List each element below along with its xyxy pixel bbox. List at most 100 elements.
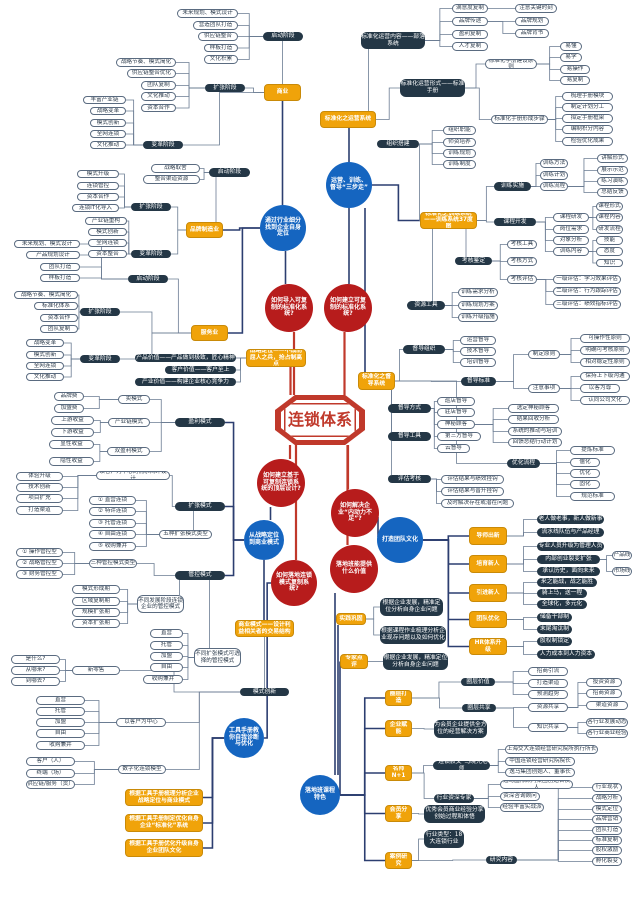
- leaf-node-s42[interactable]: 课程内容: [596, 213, 623, 222]
- branch-node-s2[interactable]: 标准化运营内容——部落系统: [361, 32, 425, 49]
- leaf-node-s70[interactable]: 以客为尊: [580, 384, 620, 393]
- leaf-node-m37[interactable]: 自由: [150, 663, 183, 672]
- leaf-node-m49[interactable]: 自由: [36, 729, 85, 738]
- leaf-node-s15[interactable]: 易复制: [560, 76, 590, 85]
- topic-node-k4[interactable]: 专家点评: [340, 654, 368, 669]
- leaf-node-m51[interactable]: 数字化连锁模型: [118, 765, 166, 774]
- topic-node-h1[interactable]: 导师出新: [469, 527, 507, 545]
- leaf-node-a9[interactable]: 战略节奏、模式简化: [116, 58, 176, 67]
- leaf-node-m33[interactable]: 不同扩张模式可选择的管控模式: [194, 648, 241, 667]
- leaf-node-s5[interactable]: 盈利复制: [452, 30, 488, 39]
- leaf-node-m44[interactable]: 到哪去?: [11, 677, 60, 686]
- leaf-node-s64[interactable]: 制定原则: [528, 350, 560, 359]
- branch-node-a21[interactable]: 启动阶段: [209, 168, 250, 177]
- leaf-node-s74[interactable]: 驻店督导: [437, 408, 475, 417]
- leaf-node-m30[interactable]: 区域复制期: [72, 597, 120, 606]
- branch-node-h8[interactable]: 专业人员升级为管理人员: [537, 542, 604, 551]
- leaf-node-s48[interactable]: 考核工具: [507, 240, 537, 249]
- leaf-node-a46[interactable]: 战略变革: [26, 339, 64, 347]
- question-circle-r4[interactable]: 如何解决企业“内动力不足”?: [331, 489, 379, 537]
- branch-node-h14[interactable]: 骑上马，送一程: [537, 589, 587, 598]
- leaf-node-s76[interactable]: 第三方督导: [437, 432, 481, 441]
- leaf-node-s20[interactable]: 编制积分内容: [562, 125, 613, 134]
- leaf-node-s34[interactable]: 练习演练: [597, 177, 628, 186]
- branch-node-s47[interactable]: 考核鉴定: [455, 257, 492, 265]
- branch-node-k34[interactable]: 研究内容: [486, 856, 517, 864]
- leaf-node-m45[interactable]: 以客户为中心: [116, 718, 166, 727]
- leaf-node-m27[interactable]: ③ 财务管控型: [16, 570, 63, 579]
- leaf-node-m46[interactable]: 直营: [36, 696, 85, 705]
- leaf-node-a11[interactable]: 团队复制: [141, 81, 176, 90]
- leaf-node-k37[interactable]: 模式定位: [592, 805, 622, 814]
- topic-node-s58[interactable]: 标准化之督导系统: [358, 372, 395, 390]
- topic-node-g2[interactable]: 根据工具手册制定优化自身企业“标准化”系统: [125, 814, 203, 832]
- leaf-node-a25[interactable]: 模式升级: [77, 170, 119, 178]
- leaf-node-k27[interactable]: 逸马国际顾问集团创始合伙人: [500, 780, 573, 789]
- leaf-node-s38[interactable]: 岗位需求: [553, 225, 589, 234]
- leaf-node-s17[interactable]: 梳理手册模块: [562, 92, 613, 101]
- theme-circle-b1[interactable]: 通过行业细分找到企业自身定位: [260, 205, 306, 251]
- branch-node-h18[interactable]: 股权制锁定: [537, 637, 572, 646]
- leaf-node-m24[interactable]: 三种管控模式类型: [89, 559, 137, 568]
- leaf-node-k12[interactable]: 资源共享: [528, 703, 568, 712]
- question-circle-r1[interactable]: 如何导入可复制的标准化系统?: [265, 284, 313, 332]
- leaf-node-s37[interactable]: 课程研发: [553, 213, 589, 222]
- branch-node-s72[interactable]: 督导方式: [388, 404, 431, 413]
- leaf-node-s65[interactable]: 可操作性原则: [580, 334, 630, 343]
- leaf-node-s29[interactable]: 训练方法: [540, 159, 568, 168]
- branch-node-k2[interactable]: 根据企业发展，精准定位分析自身企业问题: [380, 598, 443, 616]
- branch-node-k22[interactable]: “连锁教父”马晓光老师: [433, 761, 490, 770]
- topic-node-m39[interactable]: 商业模式——设计利益相关者的交易结构: [235, 620, 294, 637]
- leaf-node-a15[interactable]: 丰富产业链: [83, 96, 126, 104]
- leaf-node-m53[interactable]: 终端（场）: [26, 769, 75, 778]
- branch-node-h17[interactable]: 末尾淘汰制: [537, 625, 572, 634]
- leaf-node-a4[interactable]: 营造团队打造: [193, 21, 238, 30]
- leaf-node-a44[interactable]: 团队复制: [40, 325, 78, 333]
- branch-node-k33[interactable]: 行业类型：18大连锁行业: [424, 830, 464, 848]
- leaf-node-m6[interactable]: 上游收益: [51, 416, 94, 425]
- leaf-node-s40[interactable]: 训练内容: [553, 247, 589, 256]
- leaf-node-m16[interactable]: 打造渠道: [16, 506, 63, 515]
- leaf-node-s41[interactable]: 课程形式: [596, 202, 623, 211]
- leaf-node-a33[interactable]: 资本整合: [88, 250, 127, 258]
- leaf-node-k38[interactable]: 品牌营销: [592, 815, 622, 824]
- leaf-node-a3[interactable]: 未来规划、模式设计: [177, 9, 238, 18]
- branch-node-h10[interactable]: 承认历史，面向未来: [537, 567, 600, 576]
- leaf-node-s27[interactable]: 训练制度: [443, 160, 476, 169]
- leaf-node-a19[interactable]: 文化推动: [90, 141, 126, 149]
- branch-node-a52[interactable]: 客户价值——客户至上: [165, 366, 236, 374]
- leaf-node-m17[interactable]: 五种扩张模式类型: [159, 530, 212, 539]
- leaf-node-a28[interactable]: 连锁IT化导入: [72, 204, 119, 212]
- branch-node-h7[interactable]: 流水线队伍与产品经理: [537, 528, 604, 537]
- leaf-node-a22[interactable]: 战略取舍: [151, 164, 200, 173]
- leaf-node-m43[interactable]: 从哪来?: [11, 666, 60, 675]
- theme-circle-b6[interactable]: 工具手册教你自我诊断与优化: [224, 718, 264, 758]
- branch-node-k26[interactable]: 行业资深专家: [434, 794, 474, 803]
- leaf-node-k13[interactable]: 投资资源: [586, 678, 622, 687]
- leaf-node-m31[interactable]: 规模扩张期: [72, 608, 120, 617]
- leaf-node-s3[interactable]: 满意度复制: [452, 4, 488, 13]
- leaf-node-s35[interactable]: 总结反馈: [597, 188, 628, 197]
- leaf-node-s9[interactable]: 品牌背书: [515, 29, 549, 38]
- branch-node-k3[interactable]: 根据课程作业梳理分析企业现存问题以及如何优化: [380, 626, 446, 644]
- leaf-node-a38[interactable]: 团队打造: [40, 263, 80, 271]
- leaf-node-a6[interactable]: 样板打造: [204, 44, 238, 52]
- leaf-node-a47[interactable]: 模式创新: [26, 351, 64, 359]
- leaf-node-s52[interactable]: 二级评估：行为跟踪评估: [553, 287, 621, 296]
- leaf-node-s14[interactable]: 易操作: [560, 65, 590, 74]
- leaf-node-s55[interactable]: 训练需求分析: [458, 288, 498, 297]
- leaf-node-s68[interactable]: 注意事项: [528, 384, 560, 393]
- branch-node-s59[interactable]: 督导组织: [403, 345, 445, 354]
- branch-node-m40[interactable]: 模式创新: [240, 688, 289, 696]
- leaf-node-s45[interactable]: 态度: [596, 247, 623, 256]
- leaf-node-m20[interactable]: ③ 托管连锁: [89, 519, 136, 528]
- question-circle-r3[interactable]: 如何建立基于可复制连锁系统的顶层设计?: [257, 459, 305, 507]
- leaf-node-s19[interactable]: 拟定手册框架: [562, 114, 613, 123]
- leaf-node-s39[interactable]: 对象分析: [553, 236, 589, 245]
- leaf-node-s88[interactable]: 规范标准: [570, 492, 615, 501]
- leaf-node-s43[interactable]: 研发流程: [596, 225, 623, 234]
- topic-node-g1[interactable]: 根据工具手册梳理分析企业战略定位与商业模式: [125, 789, 203, 806]
- topic-node-a50[interactable]: 战略定位——不战而屈人之兵，抢占制高点: [246, 349, 306, 367]
- leaf-node-k17[interactable]: 各行业发展动态: [586, 718, 628, 727]
- leaf-node-m5[interactable]: 产业链模式: [108, 418, 150, 427]
